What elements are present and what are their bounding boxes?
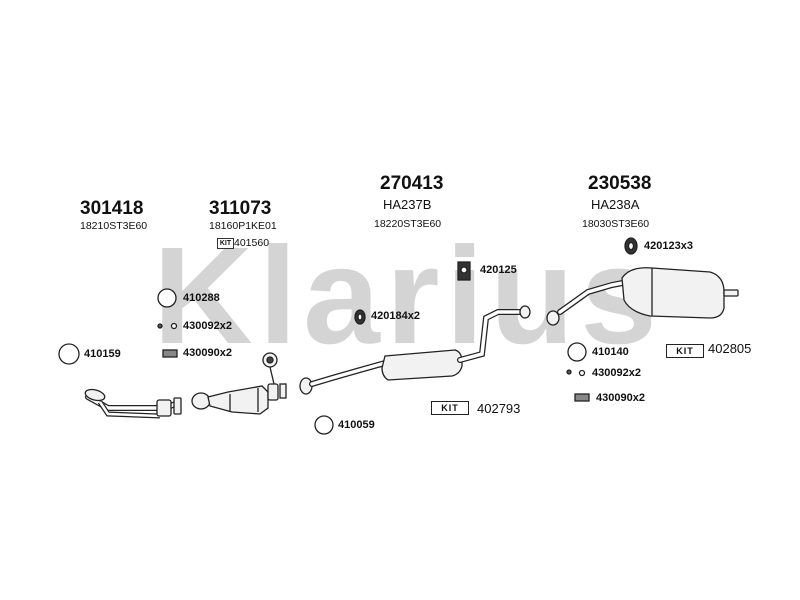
ring-410059-drawing: [314, 415, 334, 435]
oem-number-HA238A: HA238A: [591, 197, 640, 212]
label-430090-a: 430090x2: [183, 347, 232, 359]
oem-number-18160P1KE01: 18160P1KE01: [209, 220, 277, 232]
kit-box-402793: KIT: [431, 401, 469, 415]
kit-box-402805: KIT: [666, 344, 704, 358]
label-410159: 410159: [84, 348, 121, 360]
oem-number-18210ST3E60: 18210ST3E60: [80, 220, 148, 232]
label-410288: 410288: [183, 292, 220, 304]
ring-410288-drawing: [157, 288, 177, 308]
label-430090-b: 430090x2: [596, 392, 645, 404]
oem-number-18220ST3E60: 18220ST3E60: [374, 218, 442, 230]
hanger-420123-drawing: [624, 237, 638, 255]
label-430092-a: 430092x2: [183, 320, 232, 332]
part-number-230538: 230538: [588, 173, 652, 194]
kit-badge-small: KIT: [217, 238, 234, 249]
label-410059: 410059: [338, 419, 375, 431]
ring-410140-drawing: [567, 342, 587, 362]
front-pipe-drawing: [84, 388, 182, 419]
kit-number-402793: 402793: [477, 401, 521, 416]
part-number-311073: 311073: [209, 198, 272, 219]
part-number-301418: 301418: [80, 198, 144, 219]
clip-430092-b-drawing: [566, 369, 586, 377]
label-420125: 420125: [480, 264, 517, 276]
oem-number-18030ST3E60: 18030ST3E60: [582, 218, 650, 230]
kit-number-402805: 402805: [708, 341, 752, 356]
catalytic-converter-drawing: [191, 352, 287, 415]
clip-430092-a-drawing: [157, 322, 178, 330]
kit-number-401560: 401560: [234, 237, 270, 249]
watermark-text: Klarius: [153, 243, 663, 353]
nut-430090-b-drawing: [574, 393, 590, 402]
label-420123: 420123x3: [644, 240, 693, 252]
oem-number-HA237B: HA237B: [383, 197, 432, 212]
hanger-420125-drawing: [457, 261, 471, 281]
nut-430090-a-drawing: [162, 349, 178, 358]
middle-silencer-drawing: [299, 305, 531, 395]
ring-410159-drawing: [58, 343, 80, 365]
klarius-watermark: Klarius: [153, 243, 663, 353]
label-420184: 420184x2: [371, 310, 420, 322]
label-410140: 410140: [592, 346, 629, 358]
rear-silencer-drawing: [546, 267, 739, 326]
hanger-420184-drawing: [354, 309, 366, 325]
label-430092-b: 430092x2: [592, 367, 641, 379]
part-number-270413: 270413: [380, 173, 444, 194]
